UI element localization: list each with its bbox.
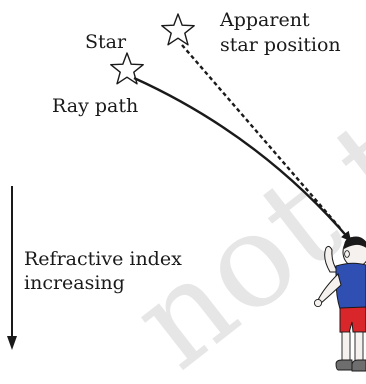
refractive-index-label-line1: Refractive index: [24, 248, 182, 270]
watermark-text: not to: [104, 40, 366, 384]
star-label: Star: [85, 31, 127, 53]
ray-path-label: Ray path: [52, 95, 138, 117]
refractive-index-arrow-icon: [7, 186, 17, 350]
apparent-star-icon: [161, 13, 195, 46]
apparent-position-label-line1: Apparent: [219, 9, 310, 31]
real-star-icon: [110, 52, 144, 85]
observer-child-icon: [313, 236, 366, 372]
apparent-sightline: [181, 44, 341, 229]
ray-path-curve: [133, 76, 352, 242]
apparent-position-label-line2: star position: [220, 34, 341, 56]
refractive-index-label-line2: increasing: [24, 272, 125, 294]
